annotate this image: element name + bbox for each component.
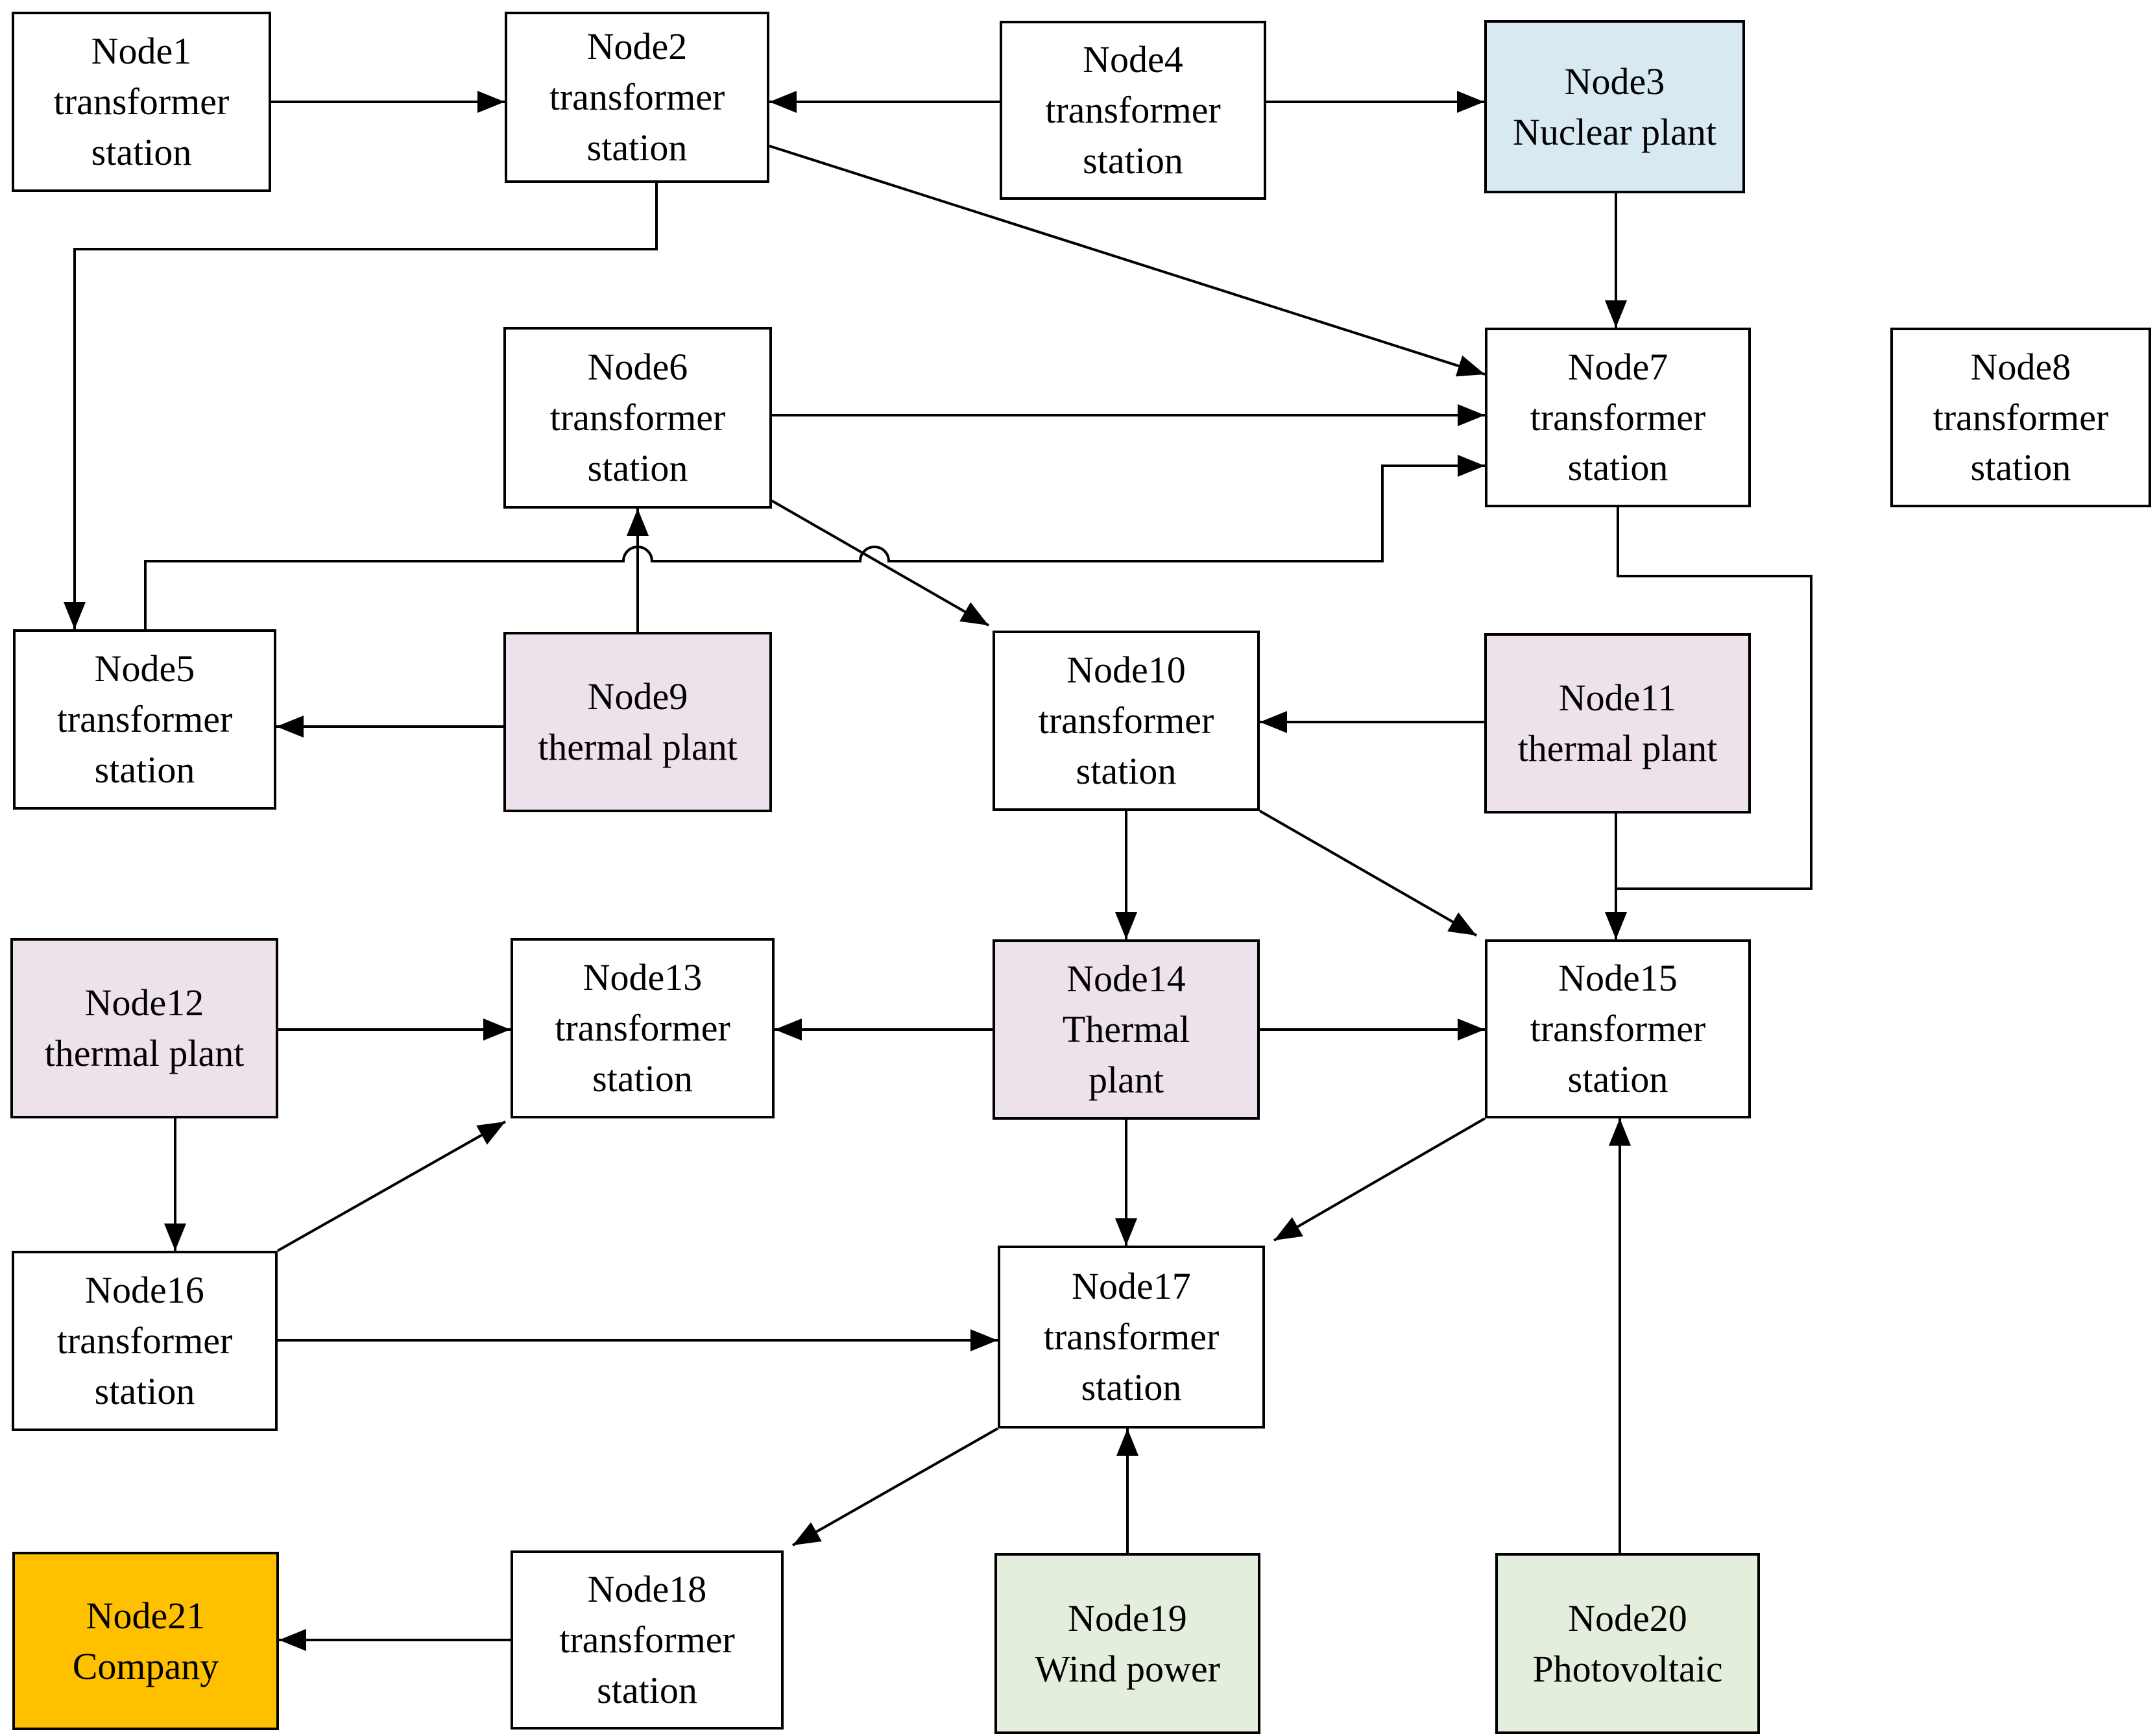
node4-label-line: transformer <box>1045 89 1221 132</box>
node1-label-line: station <box>91 130 192 173</box>
edge-node2-to-node7 <box>769 145 1486 377</box>
node15-label-line: Node15 <box>1558 957 1678 1000</box>
node7-label-line: Node7 <box>1567 345 1668 388</box>
node4-box: Node4 transformer station <box>1000 21 1266 200</box>
node8-box: Node8 transformer station <box>1890 328 2151 507</box>
node8-label-line: transformer <box>1932 396 2109 439</box>
node9-box: Node9 thermal plant <box>503 632 772 812</box>
edge-node15-to-node17 <box>1273 1117 1486 1242</box>
node17-box: Node17 transformer station <box>998 1246 1265 1429</box>
node8-label-line: station <box>1970 446 2071 489</box>
node18-label-line: Node18 <box>587 1568 707 1611</box>
node4-label-line: Node4 <box>1083 38 1183 81</box>
node5-box: Node5 transformer station <box>13 629 276 810</box>
node2-label-line: Node2 <box>586 25 688 68</box>
edge-node7-to-junction <box>1616 507 1812 890</box>
node3-label-line: Node3 <box>1564 60 1665 102</box>
node2-box: Node2 transformer station <box>505 12 769 183</box>
node12-label-line: Node12 <box>84 982 204 1024</box>
edge-node5-to-node7 <box>144 455 1485 629</box>
node9-label-line: Node9 <box>587 675 688 718</box>
node10-label-line: transformer <box>1038 699 1214 742</box>
node20-label-line: Node20 <box>1568 1597 1687 1639</box>
node7-box: Node7 transformer station <box>1485 328 1751 507</box>
edge-node10-to-node15 <box>1259 810 1477 937</box>
node16-label-line: transformer <box>56 1320 233 1362</box>
node6-label-line: station <box>587 446 688 489</box>
node17-label-line: Node17 <box>1072 1265 1191 1308</box>
node5-label-line: station <box>94 748 195 791</box>
node14-label-line: plant <box>1089 1058 1164 1101</box>
node3-label-line: Nuclear plant <box>1512 110 1716 153</box>
node19-label-line: Wind power <box>1035 1647 1220 1690</box>
node15-box: Node15 transformer station <box>1485 939 1751 1118</box>
node19-label-line: Node19 <box>1068 1597 1187 1639</box>
edge-node17-to-node18 <box>792 1427 998 1547</box>
node16-label-line: station <box>94 1369 195 1412</box>
node20-label-line: Photovoltaic <box>1532 1647 1723 1690</box>
node21-label-line: Node21 <box>86 1594 206 1637</box>
node6-label-line: Node6 <box>587 346 688 389</box>
node15-label-line: transformer <box>1530 1007 1706 1050</box>
node9-label-line: thermal plant <box>538 726 738 768</box>
node5-label-line: Node5 <box>94 647 195 690</box>
node4-label-line: station <box>1083 139 1183 182</box>
node17-label-line: station <box>1081 1366 1182 1408</box>
node11-box: Node11 thermal plant <box>1484 633 1751 814</box>
node6-box: Node6 transformer station <box>503 327 772 509</box>
node15-label-line: station <box>1567 1057 1668 1100</box>
node10-label-line: Node10 <box>1066 649 1186 692</box>
node18-label-line: transformer <box>559 1619 735 1661</box>
node16-box: Node16 transformer station <box>12 1251 278 1431</box>
node12-label-line: thermal plant <box>44 1032 245 1074</box>
node7-label-line: station <box>1567 446 1668 489</box>
node7-label-line: transformer <box>1530 396 1706 439</box>
node16-label-line: Node16 <box>85 1269 204 1312</box>
edge-node2-to-node5 <box>64 183 658 629</box>
node2-label-line: station <box>586 126 688 169</box>
edge-node6-to-node10 <box>771 500 989 627</box>
node1-label-line: Node1 <box>91 30 192 73</box>
node10-label-line: station <box>1076 749 1177 792</box>
node2-label-line: transformer <box>549 76 725 119</box>
node6-label-line: transformer <box>549 396 726 439</box>
node18-label-line: station <box>597 1669 697 1711</box>
node5-label-line: transformer <box>56 698 233 741</box>
node8-label-line: Node8 <box>1970 345 2071 388</box>
node1-label-line: transformer <box>53 80 230 123</box>
node13-box: Node13 transformer station <box>511 938 775 1118</box>
node14-label-line: Node14 <box>1066 958 1186 1000</box>
node12-box: Node12 thermal plant <box>10 938 278 1118</box>
node14-label-line: Thermal <box>1062 1008 1190 1051</box>
node17-label-line: transformer <box>1043 1316 1220 1358</box>
node11-label-line: Node11 <box>1558 677 1677 719</box>
node13-label-line: Node13 <box>583 956 703 999</box>
node1-box: Node1 transformer station <box>12 12 271 192</box>
node18-box: Node18 transformer station <box>511 1550 784 1730</box>
node21-label-line: Company <box>72 1645 219 1687</box>
node13-label-line: transformer <box>555 1007 730 1050</box>
node11-label-line: thermal plant <box>1517 727 1718 769</box>
edge-node16-to-node13 <box>277 1120 506 1252</box>
node10-box: Node10 transformer station <box>993 631 1260 811</box>
node13-label-line: station <box>592 1057 693 1100</box>
